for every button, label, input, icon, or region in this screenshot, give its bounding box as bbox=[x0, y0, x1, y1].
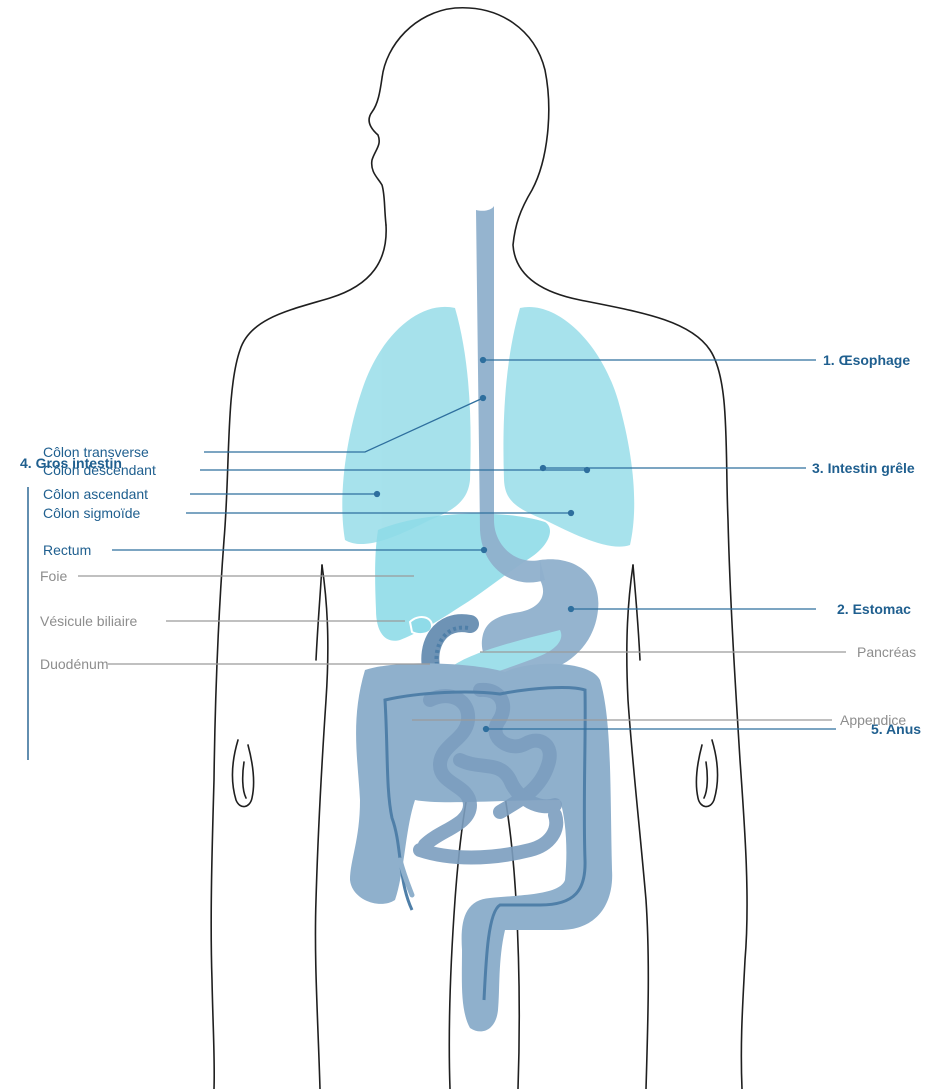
label-colon-ascendant: Côlon ascendant bbox=[43, 486, 148, 502]
label-vesicule: Vésicule biliaire bbox=[40, 613, 137, 629]
label-duodenum: Duodénum bbox=[40, 656, 109, 672]
label-rectum: Rectum bbox=[43, 542, 91, 558]
label-oesophage: 1. Œsophage bbox=[823, 352, 910, 368]
colon bbox=[350, 663, 612, 1031]
label-foie: Foie bbox=[40, 568, 67, 584]
label-colon-sigmoide: Côlon sigmoïde bbox=[43, 505, 140, 521]
label-colon-descendant: Côlon descendant bbox=[43, 462, 156, 478]
label-colon-transverse: Côlon transverse bbox=[43, 444, 149, 460]
label-estomac: 2. Estomac bbox=[837, 601, 911, 617]
intestines bbox=[350, 663, 612, 1031]
label-intestin-grele: 3. Intestin grêle bbox=[812, 460, 915, 476]
label-appendice: Appendice bbox=[840, 712, 906, 728]
label-pancreas: Pancréas bbox=[857, 644, 916, 660]
left-lung bbox=[342, 307, 470, 544]
gallbladder bbox=[410, 617, 432, 634]
right-lung bbox=[503, 307, 634, 547]
